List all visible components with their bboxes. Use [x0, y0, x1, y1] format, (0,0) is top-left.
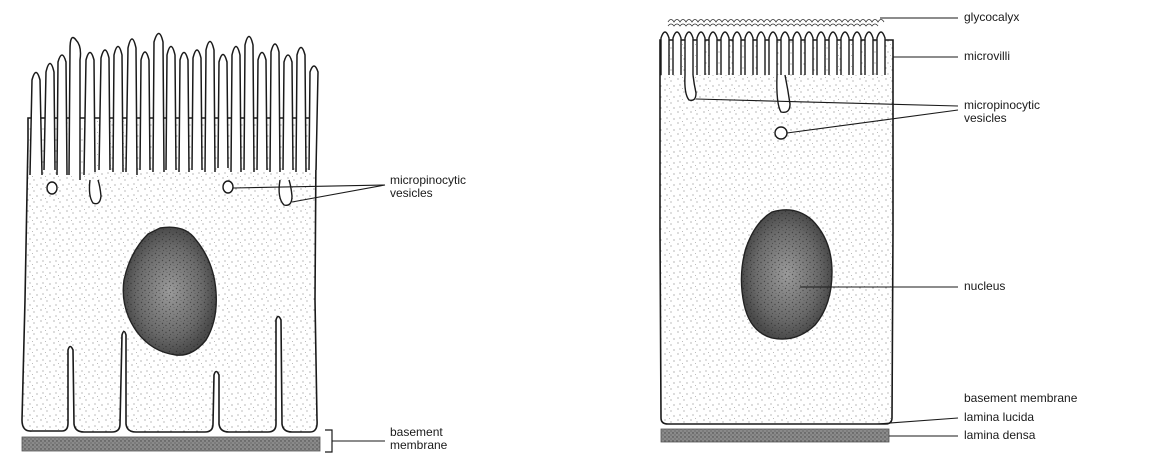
- left-basement-bracket: [325, 430, 332, 452]
- left-vesicles-label: micropinocytic vesicles: [390, 174, 466, 200]
- nucleus-label: nucleus: [964, 280, 1005, 293]
- right-vesicles-label: micropinocytic vesicles: [964, 99, 1040, 125]
- left-basement-label-line2: membrane: [390, 439, 447, 452]
- microvilli-label: microvilli: [964, 50, 1010, 63]
- glycocalyx-label: glycocalyx: [964, 11, 1019, 24]
- left-basement-label: basement membrane: [390, 426, 447, 452]
- glycocalyx-layer: [668, 20, 884, 27]
- lamina-densa-label: lamina densa: [964, 429, 1035, 442]
- left-cell: [22, 34, 385, 453]
- lamina-lucida-label: lamina lucida: [964, 411, 1034, 424]
- basement-membrane-label: basement membrane: [964, 392, 1077, 405]
- right-vesicles-label-line2: vesicles: [964, 112, 1040, 125]
- right-cell: [660, 18, 958, 442]
- left-vesicles-label-line2: vesicles: [390, 187, 466, 200]
- left-microvilli: [30, 34, 318, 181]
- left-basement-membrane-band: [22, 437, 320, 451]
- lamina-densa-band: [661, 429, 889, 442]
